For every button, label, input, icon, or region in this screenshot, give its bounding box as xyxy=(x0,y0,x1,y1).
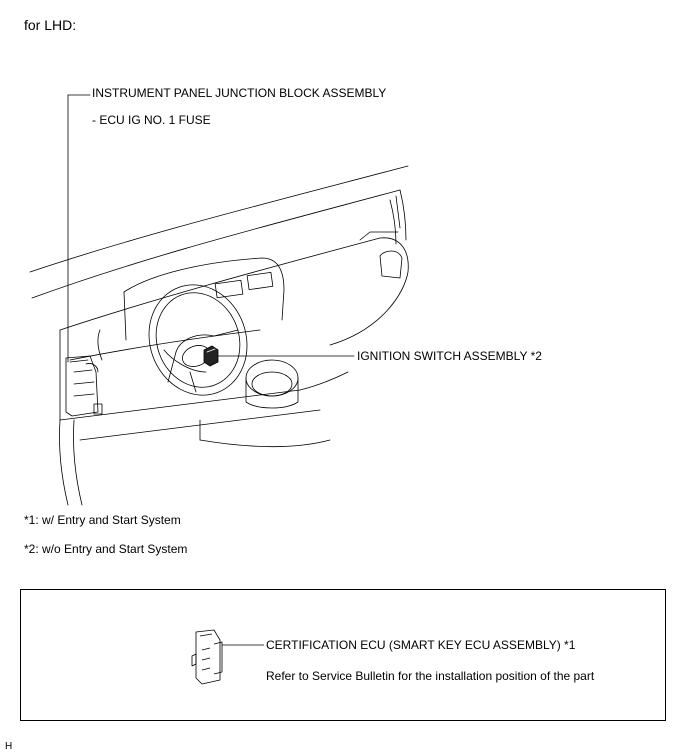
certification-ecu-note: Refer to Service Bulletin for the instal… xyxy=(266,669,595,683)
junction-block-fuse-label: - ECU IG NO. 1 FUSE xyxy=(92,113,211,127)
page-title: for LHD: xyxy=(24,17,77,33)
ignition-switch-part xyxy=(204,346,218,366)
junction-block-part xyxy=(66,356,102,416)
document-code: H xyxy=(5,741,13,752)
certification-ecu-box xyxy=(20,589,666,721)
ignition-switch-label: IGNITION SWITCH ASSEMBLY *2 xyxy=(357,349,542,363)
steering-wheel xyxy=(134,271,263,409)
footnote-2: *2: w/o Entry and Start System xyxy=(24,542,188,556)
certification-ecu-part xyxy=(192,630,222,684)
certification-ecu-label: CERTIFICATION ECU (SMART KEY ECU ASSEMBL… xyxy=(266,638,576,652)
junction-block-label: INSTRUMENT PANEL JUNCTION BLOCK ASSEMBLY xyxy=(92,86,387,100)
center-console xyxy=(246,360,298,408)
footnote-1: *1: w/ Entry and Start System xyxy=(24,513,181,527)
